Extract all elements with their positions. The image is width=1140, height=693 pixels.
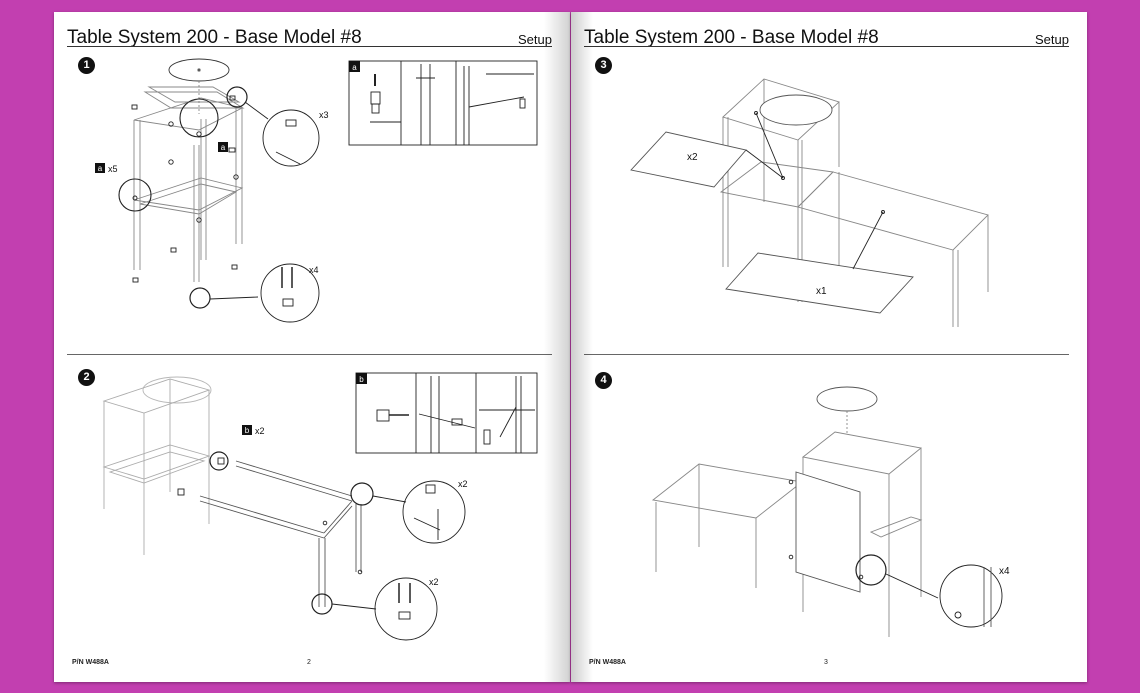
quantity-label: x4 — [309, 265, 319, 275]
step-divider — [67, 354, 552, 355]
document-title: Table System 200 - Base Model #8 — [67, 27, 362, 48]
manual-page-left: Table System 200 - Base Model #8 Setup 1… — [54, 12, 570, 682]
detail-panel-a — [348, 60, 538, 146]
part-number: P/N W488A — [72, 659, 109, 666]
bench-rails — [177, 451, 466, 641]
fasteners — [131, 95, 239, 283]
detail-label: b — [359, 375, 364, 384]
ghost-tower-frame — [102, 376, 212, 555]
page-number: 2 — [307, 659, 311, 666]
step-divider — [584, 354, 1069, 355]
step-1-illustration: a a x5 x3 x4 — [95, 58, 538, 323]
part-number: P/N W488A — [589, 659, 626, 666]
quantity-label: x1 — [816, 286, 827, 297]
page-number: 3 — [824, 659, 828, 666]
step-number-badge: 4 — [595, 372, 612, 389]
detail-panel-b — [355, 372, 538, 454]
assembly-illustration-left: a a x5 x3 x4 — [95, 58, 538, 641]
quantity-label: x5 — [108, 164, 118, 174]
quantity-label: x4 — [999, 566, 1010, 577]
step-number-badge: 2 — [78, 369, 95, 386]
bench-top-panel — [725, 252, 914, 314]
tower-frame — [133, 58, 245, 282]
side-panel — [795, 471, 861, 593]
label-b-text: b — [245, 426, 250, 435]
section-label: Setup — [1035, 32, 1069, 47]
step-4-illustration: x4 — [651, 386, 1010, 637]
label-a-text: a — [221, 143, 226, 152]
quantity-label: x2 — [458, 479, 468, 489]
round-top — [816, 386, 878, 412]
zoom-callouts — [118, 86, 320, 323]
label-a-text: a — [98, 164, 103, 173]
label-a-tag — [95, 163, 105, 173]
header-rule — [584, 46, 1069, 47]
assembly-illustration-right: x2 x1 — [630, 78, 1010, 637]
manual-page-right: Table System 200 - Base Model #8 Setup 3… — [571, 12, 1087, 682]
quantity-label: x3 — [319, 110, 329, 120]
document-title: Table System 200 - Base Model #8 — [584, 27, 879, 48]
round-top — [759, 94, 833, 126]
quantity-label: x2 — [429, 577, 439, 587]
step-number-badge: 1 — [78, 57, 95, 74]
quantity-label: x2 — [255, 426, 265, 436]
step-3-illustration: x2 x1 — [630, 78, 989, 327]
detail-label: a — [352, 63, 357, 72]
header-rule — [67, 46, 552, 47]
step-2-illustration: b x2 x2 x2 b — [102, 372, 538, 641]
label-a-tag — [218, 142, 228, 152]
step-number-badge: 3 — [595, 57, 612, 74]
quantity-label: x2 — [687, 152, 698, 163]
